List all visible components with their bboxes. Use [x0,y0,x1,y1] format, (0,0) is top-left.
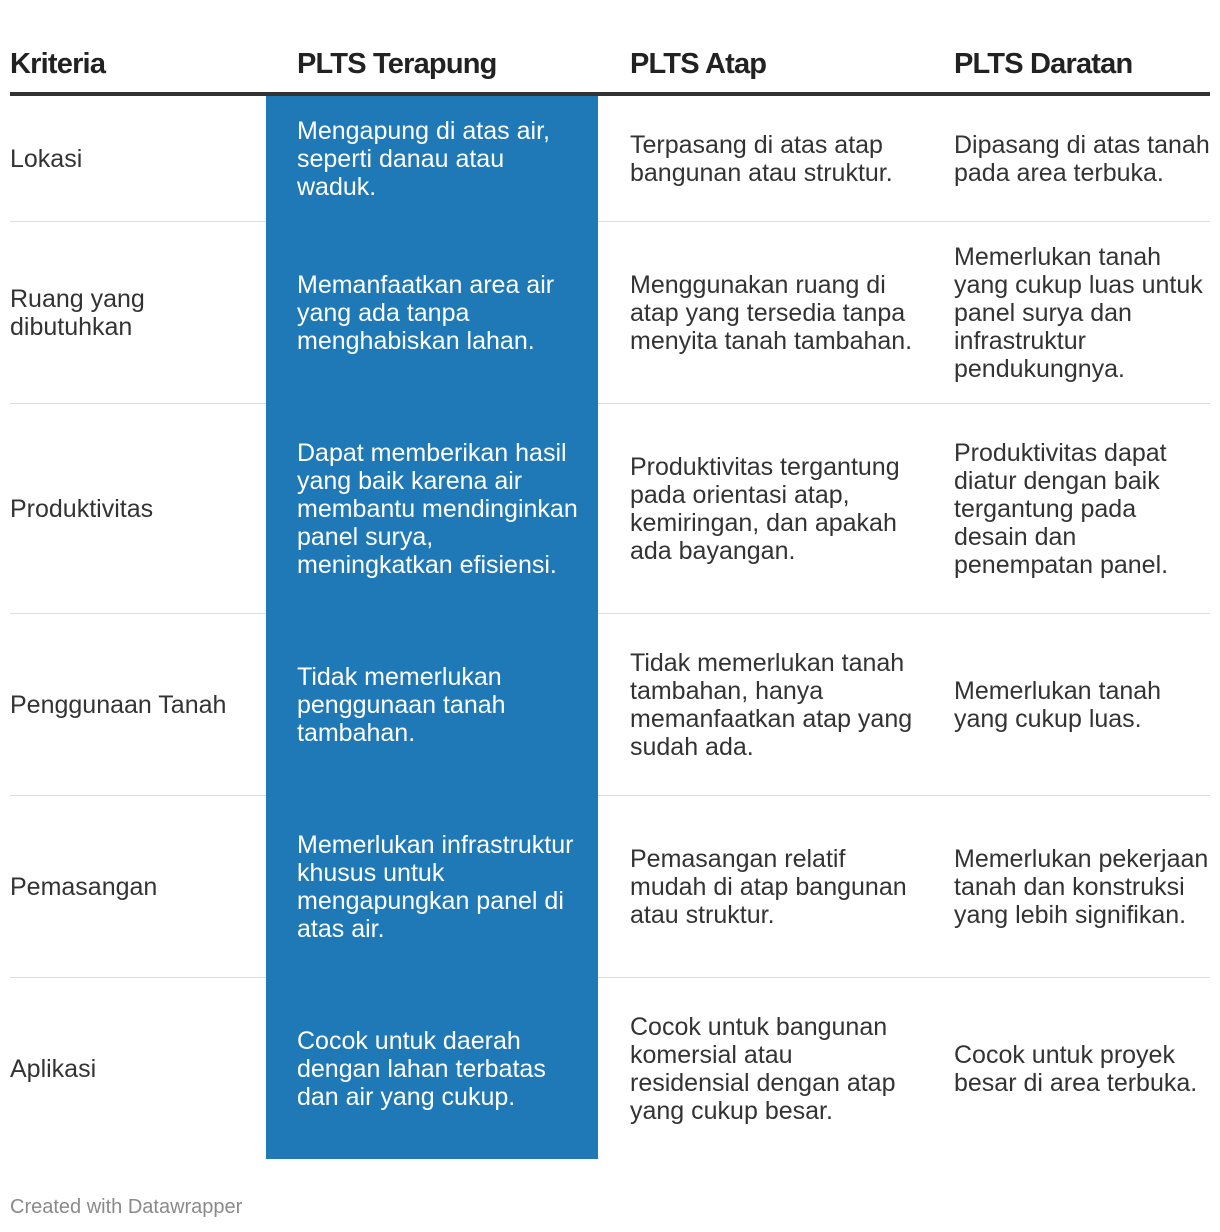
cell-kriteria: Penggunaan Tanah [10,613,266,796]
cell-kriteria: Produktivitas [10,403,266,614]
cell-kriteria: Lokasi [10,94,266,222]
cell-daratan: Memerlukan pekerjaan tanah dan konstruks… [921,795,1210,978]
cell-atap: Produktivitas tergantung pada orientasi … [598,403,921,614]
cell-daratan: Memerlukan tanah yang cukup luas. [921,613,1210,796]
header-plts-atap: PLTS Atap [598,36,921,96]
table-row: Produktivitas Dapat memberikan hasil yan… [10,403,1210,614]
cell-atap: Pemasangan relatif mudah di atap banguna… [598,795,921,978]
cell-daratan: Cocok untuk proyek besar di area terbuka… [954,1040,1198,1097]
table-row: Penggunaan Tanah Tidak memerlukan penggu… [10,613,1210,796]
comparison-table: Kriteria PLTS Terapung PLTS Atap PLTS Da… [10,36,1210,1159]
cell-kriteria: Aplikasi [10,1054,97,1083]
cell-atap: Cocok untuk bangunan komersial atau resi… [630,1012,896,1125]
header-plts-daratan: PLTS Daratan [921,36,1210,96]
cell-kriteria: Pemasangan [10,795,266,978]
table-row: Ruang yang dibutuhkan Memanfaatkan area … [10,221,1210,404]
table-body: Lokasi Mengapung di atas air, seperti da… [10,94,1210,1159]
cell-terapung: Memerlukan infrastruktur khusus untuk me… [266,795,598,978]
table-row: Aplikasi Cocok untuk daerah dengan lahan… [10,977,1210,1159]
cell-kriteria: Ruang yang dibutuhkan [10,221,266,404]
cell-atap: Menggunakan ruang di atap yang tersedia … [598,221,921,404]
header-row: Kriteria PLTS Terapung PLTS Atap PLTS Da… [10,36,1210,96]
cell-terapung: Tidak memerlukan penggunaan tanah tambah… [266,613,598,796]
table-header: Kriteria PLTS Terapung PLTS Atap PLTS Da… [10,36,1210,96]
cell-terapung: Memanfaatkan area air yang ada tanpa men… [266,221,598,404]
table-row: Pemasangan Memerlukan infrastruktur khus… [10,795,1210,978]
cell-terapung: Cocok untuk daerah dengan lahan terbatas… [266,977,598,1159]
header-kriteria: Kriteria [10,36,266,96]
cell-daratan: Memerlukan tanah yang cukup luas untuk p… [921,221,1210,404]
table-row: Lokasi Mengapung di atas air, seperti da… [10,94,1210,222]
datawrapper-credit: Created with Datawrapper [10,1196,243,1218]
cell-atap: Tidak memerlukan tanah tambahan, hanya m… [598,613,921,796]
header-plts-terapung: PLTS Terapung [266,36,598,96]
comparison-table-container: Kriteria PLTS Terapung PLTS Atap PLTS Da… [10,36,1210,1159]
cell-daratan: Produktivitas dapat diatur dengan baik t… [921,403,1210,614]
cell-atap: Terpasang di atas atap bangunan atau str… [598,94,921,222]
cell-daratan: Dipasang di atas tanah pada area terbuka… [921,94,1210,222]
cell-terapung: Dapat memberikan hasil yang baik karena … [266,403,598,614]
cell-terapung: Mengapung di atas air, seperti danau ata… [266,94,598,222]
